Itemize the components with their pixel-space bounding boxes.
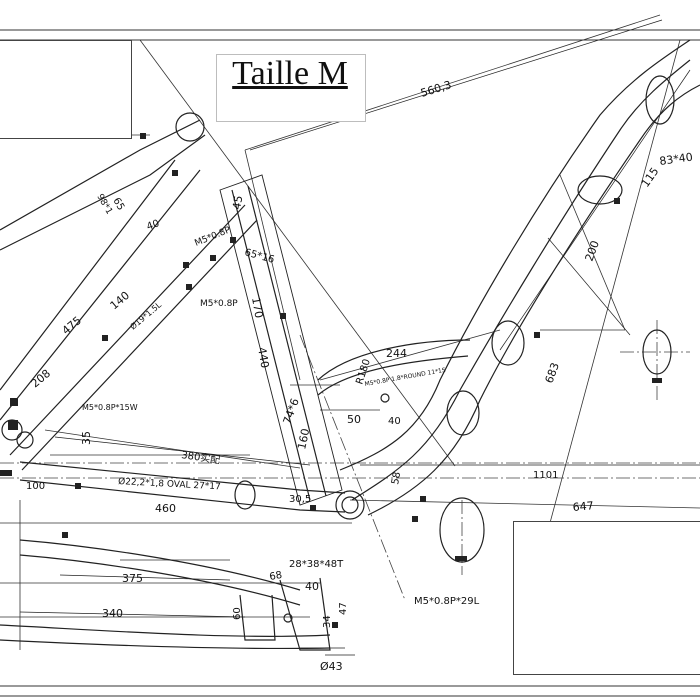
dim-68: 68 — [269, 570, 283, 583]
dim-460: 460 — [155, 502, 176, 515]
dim-50: 50 — [347, 413, 361, 426]
dim-m5-a: M5*0.8P — [193, 225, 232, 249]
dim-30: 30,5 — [289, 494, 311, 505]
dim-m5-b: M5*0.8P — [200, 299, 238, 309]
dim-74: 74*6 — [281, 397, 302, 426]
dim-65-16: 65*16 — [243, 247, 275, 266]
dim-43: Ø43 — [320, 660, 343, 673]
dim-bridge: M5*0.8P 1.8*ROUND 11*1S — [364, 367, 446, 388]
dim-28-38-48t: 28*38*48T — [289, 559, 344, 570]
page-title: Taille M — [232, 55, 348, 92]
dim-60: 60 — [232, 607, 243, 620]
dim-83: 83*40 — [659, 150, 694, 168]
dim-208: 208 — [29, 367, 53, 390]
dim-475: 475 — [60, 314, 84, 337]
dim-40-lower: 40 — [305, 580, 319, 593]
dim-140: 140 — [108, 289, 132, 312]
dim-oval: Ø22,2*1,8 OVAL 27*17 — [118, 476, 221, 492]
dim-200: 200 — [583, 239, 602, 263]
center-lines — [0, 320, 700, 601]
dim-40c: 40 — [145, 218, 161, 233]
dim-115: 115 — [639, 165, 662, 190]
dim-m5-d: M5*0.8P*29L — [414, 596, 480, 607]
dim-647: 647 — [572, 499, 594, 514]
dim-98: 98*1 — [94, 193, 114, 217]
dim-45: 45 — [230, 194, 245, 210]
blank-panel-bottom-right — [513, 521, 700, 675]
dimension-lines — [19, 19, 700, 656]
dim-380: 380实配 — [181, 448, 222, 466]
dim-170: 170 — [249, 296, 265, 319]
dim-47: 47 — [338, 602, 349, 615]
dim-40-upper: 40 — [388, 416, 401, 427]
dim-35: 35 — [80, 431, 93, 445]
joints — [1, 75, 675, 623]
dim-683: 683 — [543, 361, 562, 385]
blank-panel-top-left — [0, 40, 132, 139]
dim-100: 100 — [26, 481, 45, 492]
dim-560: 560,3 — [419, 78, 453, 100]
dim-340: 340 — [102, 607, 123, 620]
dim-244: 244 — [386, 347, 407, 360]
dim-375: 375 — [122, 572, 143, 585]
bolt-markers — [0, 133, 662, 628]
dim-tube: Ø19*1.5L — [128, 299, 164, 331]
dim-160: 160 — [295, 427, 312, 450]
dim-1101: 1101 — [533, 470, 558, 481]
title-panel — [216, 54, 366, 122]
dim-34: 34 — [322, 615, 333, 628]
dim-58: 58 — [390, 471, 403, 485]
dim-440: 440 — [255, 346, 271, 369]
dim-m5-c: M5*0.8P*15W — [82, 403, 138, 412]
